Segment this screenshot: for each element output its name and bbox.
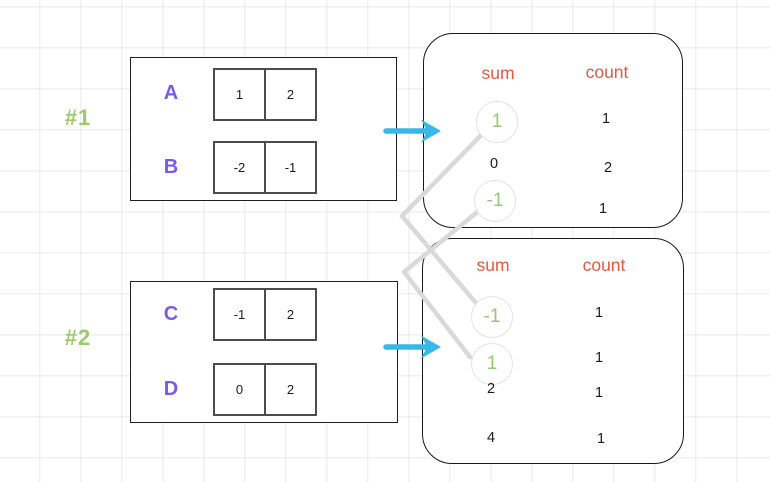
example-1-label: #1 bbox=[64, 105, 92, 130]
example-1-result-panel: sum count 1 1 0 2 -1 1 bbox=[423, 33, 683, 228]
array-d-cells: 0 2 bbox=[213, 363, 317, 416]
example-2-count-row-0: 1 bbox=[594, 305, 604, 321]
array-c-label: C bbox=[163, 302, 179, 325]
example-2-input-box: C -1 2 D 0 2 bbox=[130, 281, 398, 423]
example-1-sum-row-0-highlighted: 1 bbox=[476, 101, 518, 143]
example-2-sum-row-2: 2 bbox=[486, 381, 496, 397]
example-1-sum-row-1: 0 bbox=[489, 156, 499, 172]
example-2-count-header: count bbox=[582, 254, 626, 275]
example-2-count-row-1: 1 bbox=[594, 350, 604, 366]
example-2-sum-row-0-highlighted: -1 bbox=[471, 296, 513, 338]
array-c-cells: -1 2 bbox=[213, 288, 317, 341]
array-a-label: A bbox=[163, 81, 179, 104]
example-1-count-header: count bbox=[585, 61, 629, 82]
array-d-cell-0: 0 bbox=[213, 363, 266, 416]
array-b-label: B bbox=[163, 155, 179, 178]
array-b-cells: -2 -1 bbox=[213, 141, 317, 194]
array-a-cell-0: 1 bbox=[213, 68, 266, 121]
example-2-count-row-3: 1 bbox=[596, 431, 606, 447]
example-1-sum-row-2-highlighted: -1 bbox=[474, 180, 516, 222]
array-b-cell-1: -1 bbox=[266, 141, 317, 194]
example-2-count-row-2: 1 bbox=[594, 385, 604, 401]
example-2-sum-header: sum bbox=[476, 254, 510, 275]
example-1-input-box: A 1 2 B -2 -1 bbox=[130, 57, 397, 201]
example-2-label: #2 bbox=[64, 325, 92, 350]
array-d-cell-1: 2 bbox=[266, 363, 317, 416]
example-2-sum-row-3: 4 bbox=[486, 430, 496, 446]
example-1-count-row-2: 1 bbox=[598, 201, 608, 217]
array-c-cell-1: 2 bbox=[266, 288, 317, 341]
example-2-result-panel: sum count -1 1 1 1 2 1 4 1 bbox=[422, 238, 684, 464]
array-c-cell-0: -1 bbox=[213, 288, 266, 341]
example-1-count-row-0: 1 bbox=[601, 111, 611, 127]
example-1-sum-header: sum bbox=[481, 62, 515, 83]
array-b-cell-0: -2 bbox=[213, 141, 266, 194]
example-1-count-row-1: 2 bbox=[603, 160, 613, 176]
array-a-cells: 1 2 bbox=[213, 68, 317, 121]
array-d-label: D bbox=[163, 377, 179, 400]
array-a-cell-1: 2 bbox=[266, 68, 317, 121]
